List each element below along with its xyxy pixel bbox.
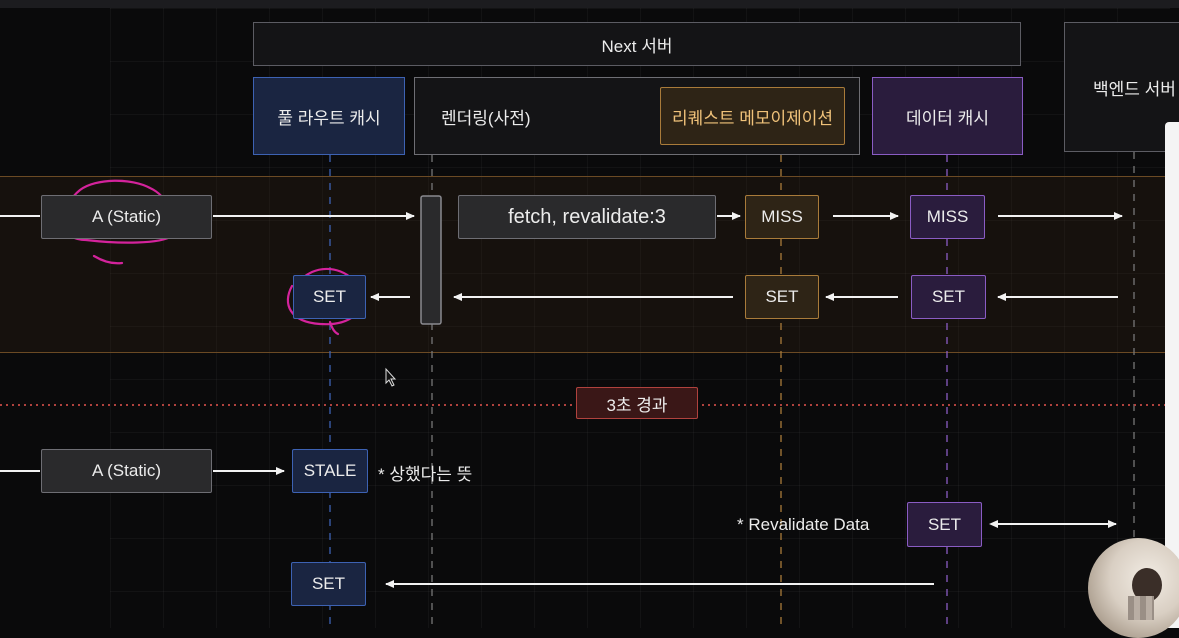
- data-cache-miss: MISS: [910, 195, 985, 239]
- request-a-static-2-label: A (Static): [92, 461, 161, 480]
- revalidate-note: * Revalidate Data: [737, 515, 870, 534]
- rendering-activation-bar: [420, 195, 442, 325]
- route-cache-stale: STALE: [292, 449, 368, 493]
- next-server-label: Next 서버: [601, 36, 673, 56]
- request-a-static-1-label: A (Static): [92, 207, 161, 226]
- side-panel-edge: [1165, 122, 1179, 628]
- request-a-static-1: A (Static): [41, 195, 212, 239]
- stale-note: * 상했다는 뜻: [378, 465, 473, 484]
- data-cache-set-2: SET: [907, 502, 982, 547]
- request-memo-header: 리퀘스트 메모이제이션: [660, 87, 845, 145]
- time-elapsed-label: 3초 경과: [606, 395, 668, 415]
- request-a-static-2: A (Static): [41, 449, 212, 493]
- data-cache-set-1-label: SET: [931, 287, 966, 306]
- memo-miss: MISS: [745, 195, 819, 239]
- fetch-call-label: fetch, revalidate:3: [508, 205, 666, 228]
- rendering-label: 렌더링(사전): [441, 108, 531, 128]
- data-cache-miss-label: MISS: [926, 207, 969, 226]
- route-cache-set-1: SET: [293, 275, 366, 319]
- mouse-cursor: [385, 367, 397, 387]
- route-cache-stale-label: STALE: [303, 461, 357, 480]
- request-memo-label: 리퀘스트 메모이제이션: [671, 108, 834, 128]
- data-cache-header: 데이터 캐시: [872, 77, 1023, 155]
- fetch-call: fetch, revalidate:3: [458, 195, 716, 239]
- full-route-cache-header: 풀 라우트 캐시: [253, 77, 405, 155]
- memo-set: SET: [745, 275, 819, 319]
- next-server-header: Next 서버: [253, 22, 1021, 66]
- route-cache-set-2: SET: [291, 562, 366, 606]
- top-bar: [0, 0, 1179, 8]
- presenter-webcam: [1088, 538, 1179, 638]
- memo-miss-label: MISS: [761, 207, 803, 226]
- route-cache-set-2-label: SET: [311, 574, 346, 593]
- backend-server-header: 백엔드 서버: [1064, 22, 1179, 152]
- memo-set-label: SET: [765, 287, 799, 306]
- data-cache-set-2-label: SET: [927, 514, 962, 534]
- full-route-cache-label: 풀 라우트 캐시: [277, 108, 381, 128]
- backend-server-label: 백엔드 서버: [1093, 79, 1176, 99]
- data-cache-label: 데이터 캐시: [906, 108, 989, 128]
- time-elapsed-badge: 3초 경과: [576, 387, 698, 419]
- route-cache-set-1-label: SET: [312, 287, 347, 306]
- data-cache-set-1: SET: [911, 275, 986, 319]
- blurred-region: [1128, 596, 1154, 620]
